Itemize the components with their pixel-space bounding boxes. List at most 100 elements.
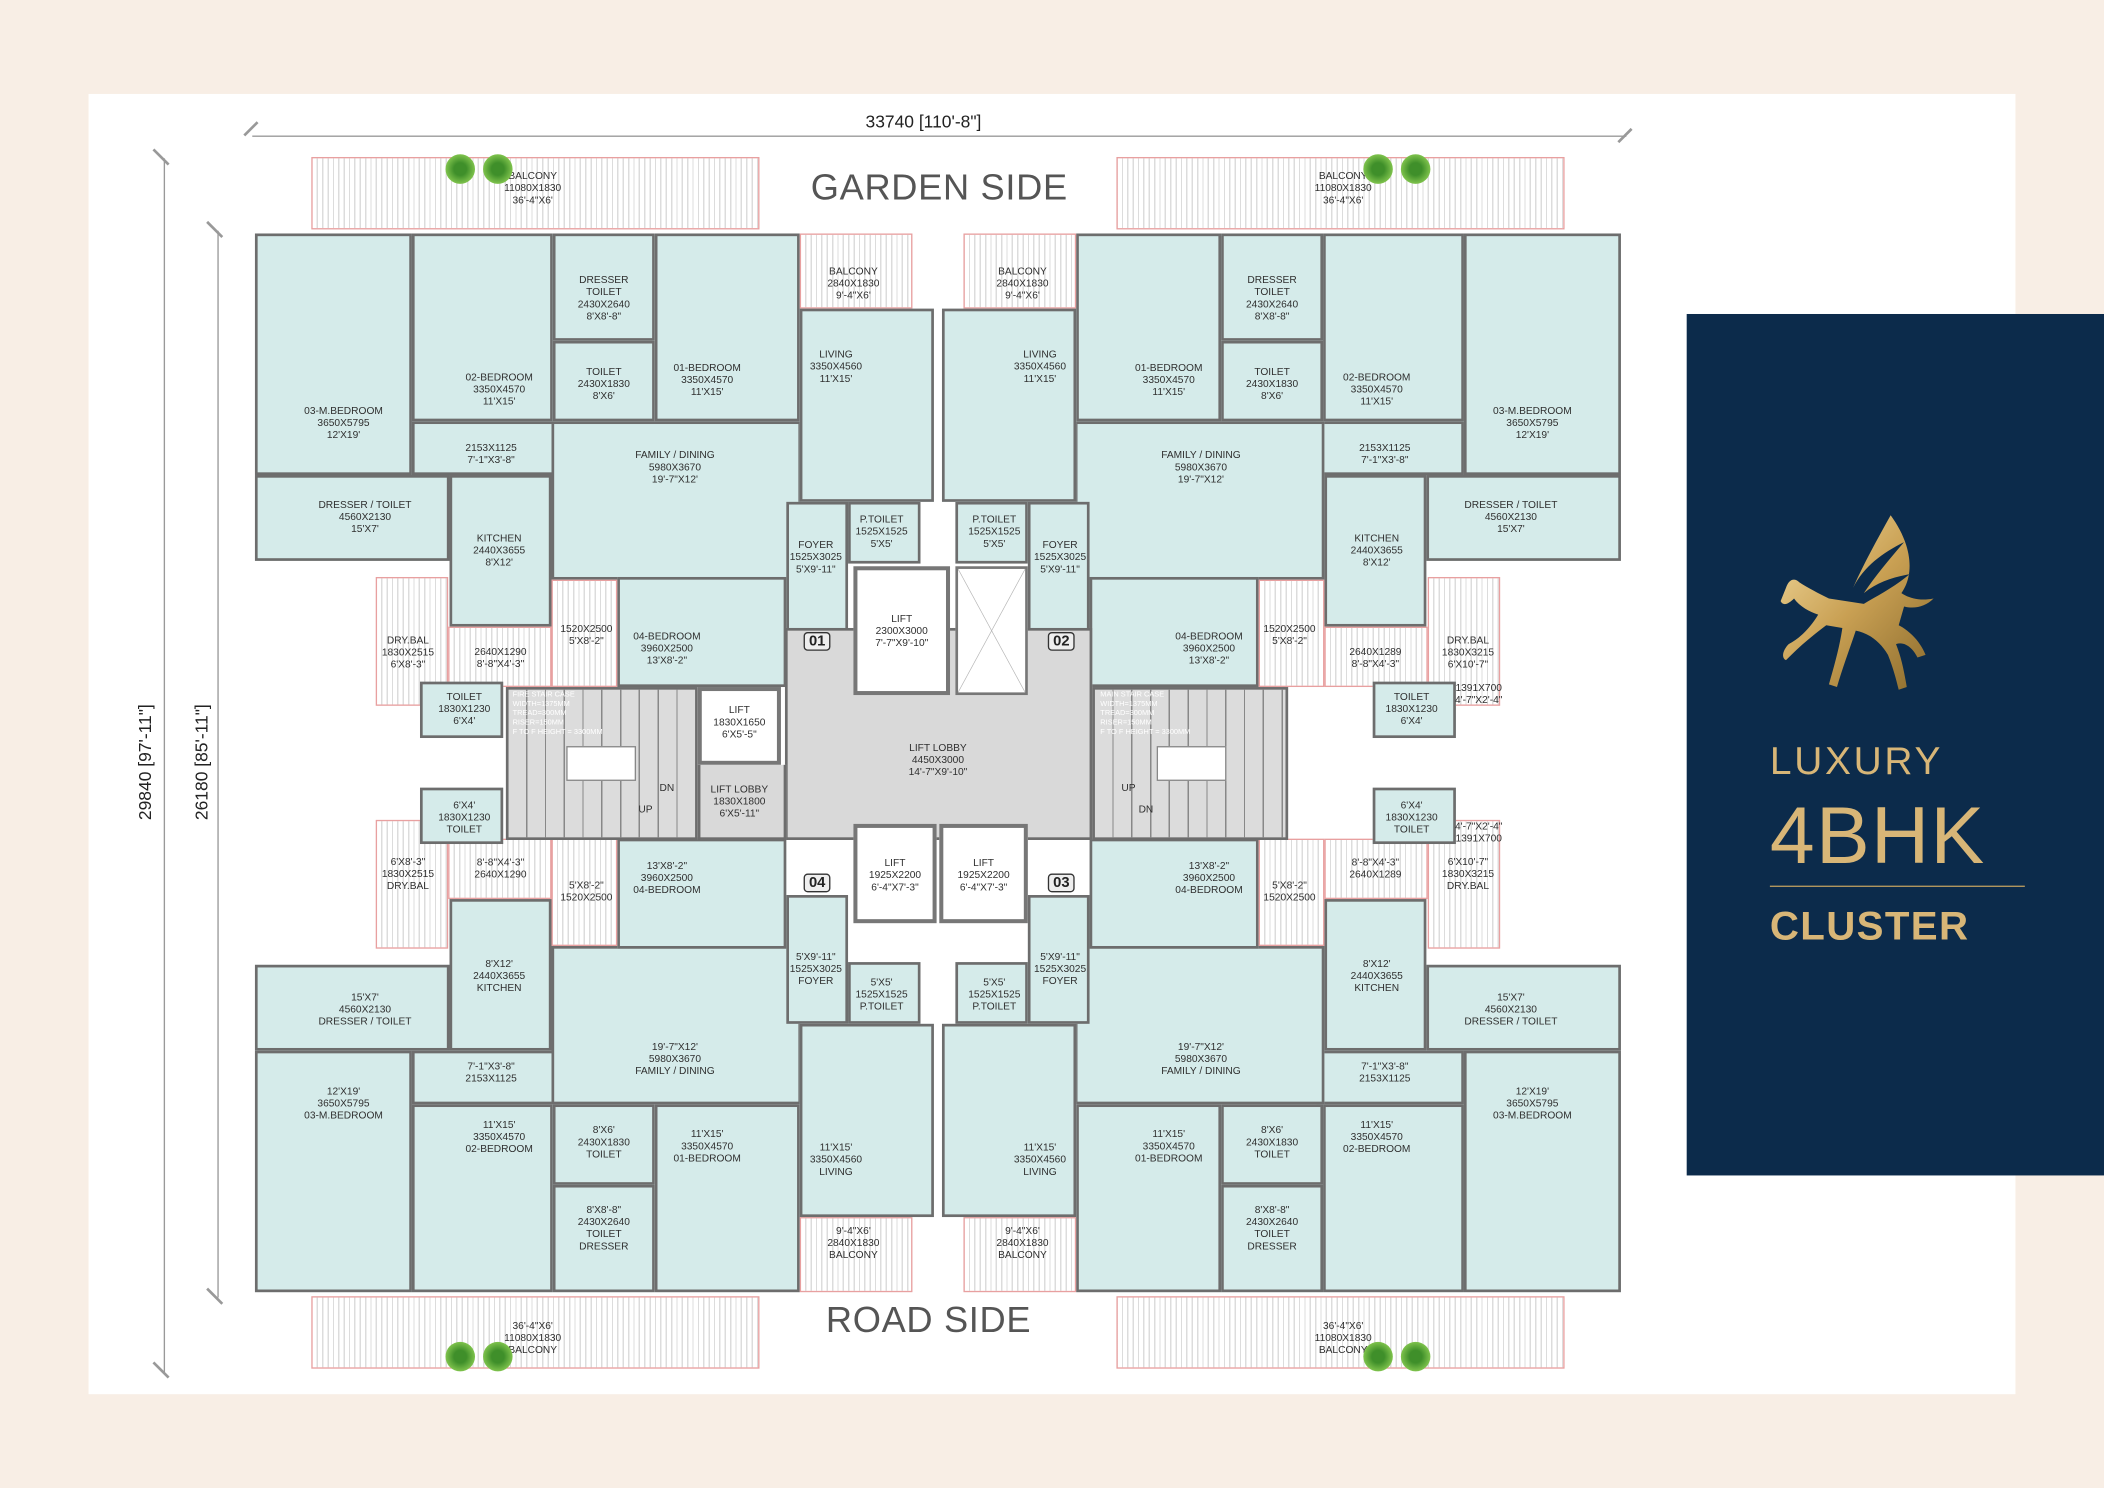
outer-height-label: 29840 [97'-11"] bbox=[134, 704, 155, 821]
top-dimension-line bbox=[252, 135, 1627, 137]
room-label-line: 1830X3215 bbox=[1441, 646, 1495, 659]
lift-main bbox=[853, 566, 951, 696]
room-label-line: 6'X4' bbox=[453, 799, 476, 812]
room-balcony-big bbox=[1116, 1296, 1565, 1369]
room-label-line: DRESSER / TOILET bbox=[318, 1015, 412, 1028]
room-bed01 bbox=[654, 1104, 800, 1293]
room-label: 5'X8'-2"1520X2500 bbox=[1263, 879, 1315, 903]
room-label-line: 2430X2640 bbox=[577, 1215, 630, 1228]
room-label-line: 5'X5' bbox=[870, 976, 893, 989]
room-label-line: 2440X3655 bbox=[1350, 969, 1403, 982]
room-label-line: 2640X1290 bbox=[474, 645, 527, 658]
room-ptoilet bbox=[955, 962, 1028, 1024]
room-label-line: P.TOILET bbox=[859, 1000, 904, 1013]
room-label: 4'-7"X2'-4"1391X700 bbox=[1455, 820, 1502, 844]
room-label-line: 12'X19' bbox=[1515, 428, 1550, 441]
room-label-line: 5'X8'-2" bbox=[1272, 634, 1307, 647]
room-p1520 bbox=[551, 579, 618, 688]
room-label-line: TOILET bbox=[446, 823, 483, 836]
room-label-line: 2430X2640 bbox=[577, 297, 630, 310]
room-dresser bbox=[1221, 233, 1324, 341]
room-label-line: 15'X7' bbox=[351, 522, 379, 535]
room-label-line: 8'X8'-8" bbox=[1254, 309, 1290, 323]
room-label-line: 15'X7' bbox=[1497, 522, 1525, 535]
room-label-line: 5'X5' bbox=[870, 537, 893, 550]
room-label-line: 1830X2515 bbox=[381, 867, 434, 880]
room-label-line: 2430X1830 bbox=[1245, 377, 1299, 390]
room-foyer bbox=[1027, 895, 1090, 1024]
room-label-line: 1830X1230 bbox=[1385, 811, 1438, 824]
room-dresser bbox=[552, 1184, 655, 1293]
room-label-line: 3350X4560 bbox=[1013, 1153, 1066, 1166]
room-label-line: KITCHEN bbox=[1354, 532, 1400, 545]
room-label: 7'-1"X3'-8"2153X1125 bbox=[465, 1060, 516, 1084]
room-balcony-big bbox=[311, 1296, 760, 1369]
room-label-line: 2840X1830 bbox=[827, 1236, 880, 1249]
plant-icon bbox=[483, 154, 513, 184]
room-label-line: LIVING bbox=[1023, 348, 1057, 361]
room-label-line: BALCONY bbox=[508, 169, 558, 182]
room-label-line: FAMILY / DINING bbox=[1161, 448, 1241, 461]
room-label-line: TOILET bbox=[1254, 1227, 1290, 1240]
room-label-line: 2840X1830 bbox=[827, 277, 880, 290]
room-label-line: 8'-8"X4'-3" bbox=[1351, 856, 1400, 869]
room-foyer bbox=[786, 501, 849, 631]
room-label-line: 3350X4570 bbox=[681, 373, 734, 386]
room-balcony bbox=[963, 233, 1077, 309]
room-label-line: 2640X1289 bbox=[1349, 868, 1402, 881]
room-p1520 bbox=[1258, 579, 1325, 688]
room-label-line: 8'X8'-8" bbox=[586, 309, 622, 323]
room-label-line: 11'X15' bbox=[690, 385, 724, 398]
room-p2640 bbox=[448, 838, 552, 900]
brand-line-luxury: LUXURY bbox=[1769, 740, 1944, 784]
room-passage bbox=[411, 1050, 560, 1105]
room-label-line: BALCONY bbox=[998, 1248, 1047, 1261]
room-ptoilet bbox=[848, 962, 921, 1024]
room-bed04 bbox=[1089, 576, 1259, 688]
room-bed01 bbox=[654, 233, 800, 422]
room-label-line: 1830X2515 bbox=[381, 646, 434, 659]
room-label-line: 8'X12' bbox=[485, 957, 514, 970]
room-label-line: 3960X2500 bbox=[640, 871, 693, 884]
inner-height-label: 26180 [85'-11"] bbox=[191, 704, 212, 821]
room-mtoilet bbox=[254, 964, 450, 1051]
room-label-line: 36'-4"X6' bbox=[1322, 193, 1364, 206]
room-label-line: 11080X1830 bbox=[504, 1331, 562, 1344]
room-label-line: 5980X3670 bbox=[648, 460, 702, 473]
room-label-line: BALCONY bbox=[508, 1343, 558, 1356]
room-label-line: 04-BEDROOM bbox=[633, 883, 701, 896]
room-foyer bbox=[1027, 501, 1090, 631]
room-label-line: 2640X1290 bbox=[474, 868, 527, 881]
plant-icon bbox=[445, 1341, 476, 1372]
room-label-line: KITCHEN bbox=[476, 532, 522, 545]
room-label-line: 13'X8'-2" bbox=[646, 654, 688, 667]
room-label-line: FOYER bbox=[798, 974, 834, 987]
room-label-line: TOILET bbox=[586, 285, 622, 298]
room-label-line: 6'X10'-7" bbox=[1447, 855, 1489, 868]
room-label-line: DRY.BAL bbox=[386, 634, 429, 647]
room-label-line: 2430X2640 bbox=[1245, 297, 1299, 310]
room-label-line: BALCONY bbox=[998, 265, 1047, 278]
room-label-line: 5'X9'-11" bbox=[796, 562, 836, 575]
room-label-line: 6'X4' bbox=[453, 714, 476, 727]
room-label-line: 2840X1830 bbox=[996, 277, 1049, 290]
room-label-line: 15'X7' bbox=[1497, 990, 1525, 1004]
